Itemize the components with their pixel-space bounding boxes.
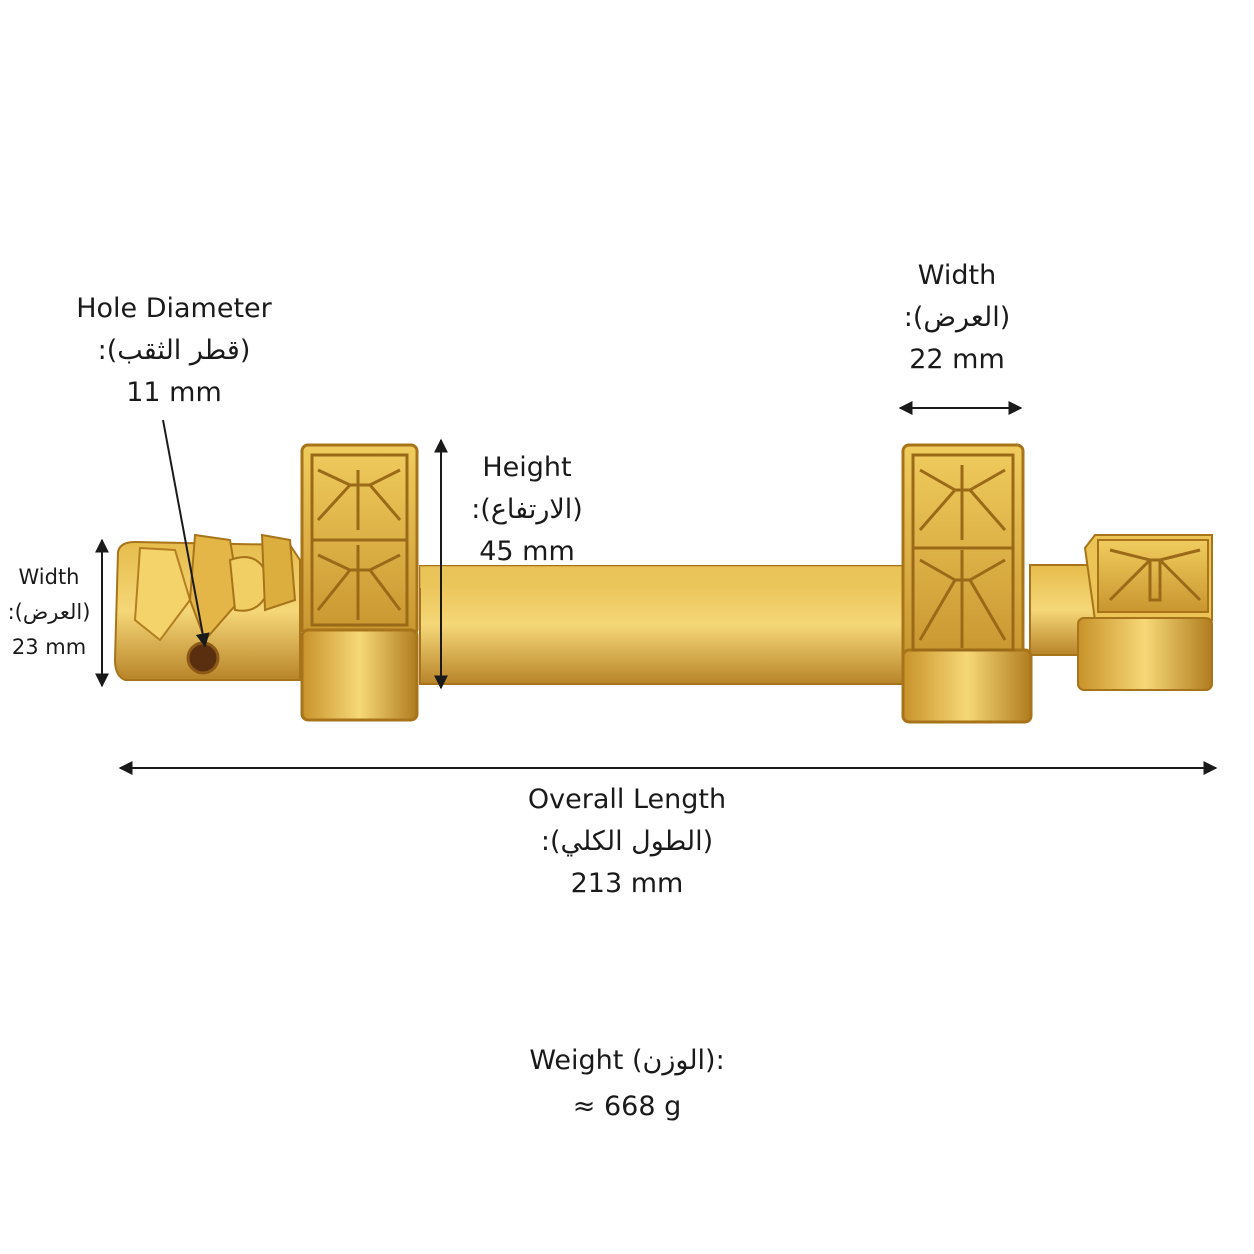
width-right-arabic: (العرض): bbox=[903, 302, 1011, 333]
overall-length-title: Overall Length bbox=[527, 784, 727, 815]
weight-title: Weight (الوزن): bbox=[529, 1045, 725, 1076]
left-post bbox=[300, 443, 419, 722]
width-right-label: Width (العرض): 22 mm bbox=[867, 255, 1047, 381]
hole-diameter-title: Hole Diameter bbox=[76, 293, 272, 324]
height-title: Height bbox=[482, 452, 572, 483]
hole-diameter-leader bbox=[162, 419, 210, 648]
width-right-title: Width bbox=[917, 260, 997, 291]
weight-label: Weight (الوزن): ≈ 668 g bbox=[477, 1038, 777, 1130]
width-left-value: 23 mm bbox=[11, 635, 87, 659]
width-right-value: 22 mm bbox=[909, 344, 1005, 375]
overall-length-label: Overall Length (الطول الكلي): 213 mm bbox=[477, 779, 777, 905]
width-left-label: Width (العرض): 23 mm bbox=[0, 560, 98, 665]
right-end-cap bbox=[1077, 534, 1213, 691]
hole-diameter-label: Hole Diameter (قطر الثقب): 11 mm bbox=[64, 288, 284, 414]
overall-length-arabic: (الطول الكلي): bbox=[540, 826, 714, 857]
weight-value: ≈ 668 g bbox=[572, 1091, 682, 1122]
width-left-title: Width bbox=[18, 565, 80, 589]
right-post bbox=[901, 443, 1033, 724]
height-arabic: (الارتفاع): bbox=[471, 494, 583, 525]
mounting-hole bbox=[186, 641, 220, 675]
width-left-arabic: (العرض): bbox=[7, 600, 91, 624]
height-label: Height (الارتفاع): 45 mm bbox=[437, 447, 617, 573]
overall-length-value: 213 mm bbox=[570, 868, 684, 899]
hole-diameter-arabic: (قطر الثقب): bbox=[97, 335, 251, 366]
height-value: 45 mm bbox=[479, 536, 575, 567]
hole-diameter-value: 11 mm bbox=[126, 377, 222, 408]
left-end-piece bbox=[113, 533, 301, 681]
